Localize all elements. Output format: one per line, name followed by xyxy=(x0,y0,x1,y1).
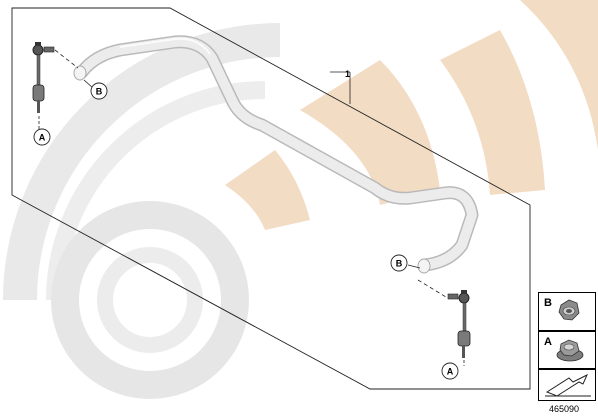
left-link-rod xyxy=(32,42,55,113)
leader-lines xyxy=(38,49,465,366)
legend-letter-b: B xyxy=(544,297,552,309)
svg-text:B: B xyxy=(396,259,403,269)
legend-letter-a: A xyxy=(544,336,552,348)
part-number-label: 1 xyxy=(345,69,350,79)
flange-nut-icon xyxy=(556,339,584,362)
svg-text:A: A xyxy=(39,133,46,143)
flange-nut-icon xyxy=(558,299,580,321)
assembly-frame xyxy=(11,7,531,390)
right-link-rod xyxy=(447,290,471,358)
image-number: 465090 xyxy=(549,404,580,414)
callout-b-left: B xyxy=(90,82,108,100)
legend-item-b: B xyxy=(538,292,596,331)
svg-text:A: A xyxy=(447,367,454,377)
svg-text:B: B xyxy=(96,87,103,97)
legend-footer xyxy=(538,369,596,401)
callout-a-right: A xyxy=(441,362,459,380)
background-watermark xyxy=(3,0,598,399)
callout-b-right: B xyxy=(390,254,408,272)
legend-item-a: A xyxy=(538,331,596,369)
stabilizer-bar xyxy=(73,35,479,274)
callout-a-left: A xyxy=(33,128,51,146)
arrow-icon xyxy=(545,373,591,397)
